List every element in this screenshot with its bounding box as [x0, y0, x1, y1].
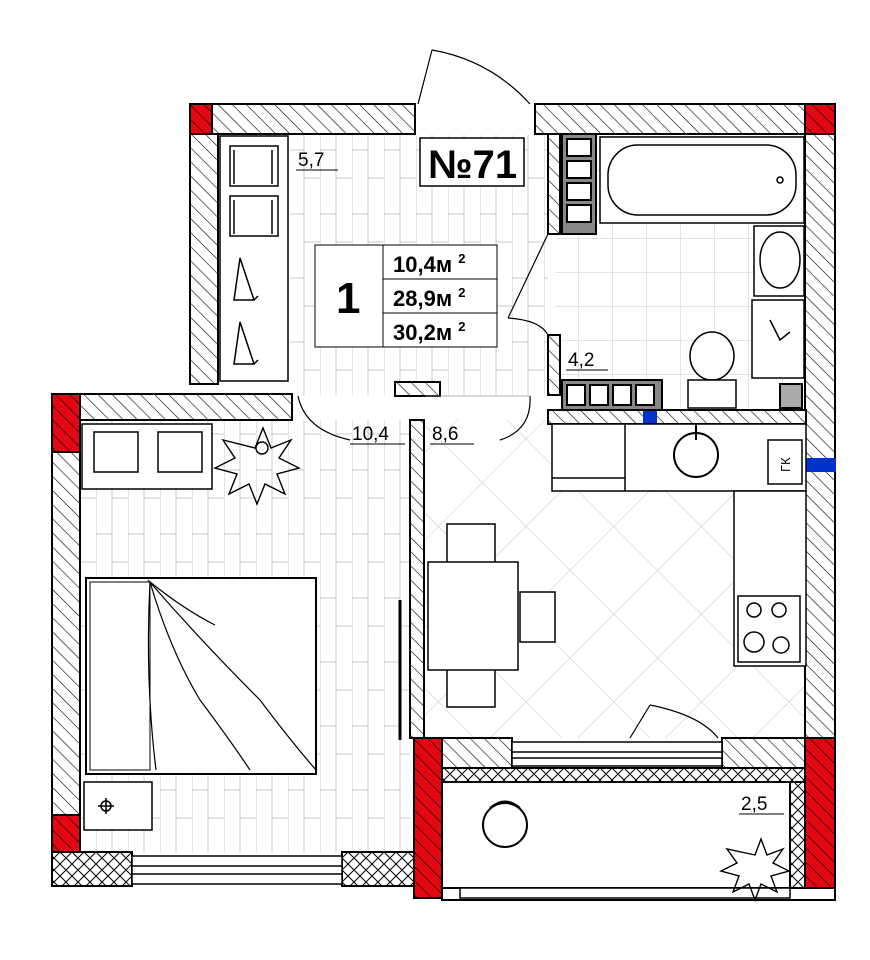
- balcony-side: [789, 781, 806, 889]
- bearing-wall-balcony-right: [804, 737, 836, 889]
- total-area: 30,2м: [393, 320, 452, 345]
- armchair-icon: [81, 423, 213, 490]
- apartment-number-box: [419, 137, 525, 187]
- living-area-sup: 2: [458, 251, 465, 266]
- nightstand-icon: [83, 781, 153, 831]
- door-swing-icon: [629, 704, 719, 739]
- kitchen-area-label: 8,6: [432, 424, 458, 445]
- wall-bedroom-kitchen: [409, 419, 425, 739]
- living-area: 10,4м: [393, 252, 452, 277]
- washing-machine-icon: [751, 299, 805, 379]
- bearing-wall-balcony-left: [413, 737, 443, 899]
- riser-3: [806, 458, 836, 472]
- door-swing-icon: [297, 395, 351, 441]
- windows: [131, 741, 791, 899]
- wall-kitchen-balcony-left: [441, 737, 513, 769]
- bearing-wall-left-top: [51, 393, 81, 453]
- shelf-grid: [561, 133, 597, 235]
- chair-icon: [446, 666, 496, 708]
- wall-hall-bedroom: [51, 393, 293, 421]
- total-area-sup: 2: [458, 319, 465, 334]
- wardrobe-icon: [219, 135, 289, 382]
- walls: [51, 103, 836, 901]
- rooms-count: 1: [336, 274, 360, 323]
- window-balcony: [459, 887, 791, 899]
- wall-bathroom-left: [547, 133, 561, 235]
- doors: [297, 49, 719, 740]
- balcony-chair-icon: [482, 800, 528, 848]
- balcony-parapet-top: [441, 767, 806, 783]
- plant-icon: [719, 837, 791, 902]
- apartment-number: №71: [428, 143, 517, 187]
- wall-top-right: [534, 103, 836, 135]
- washbasin-icon: [753, 225, 805, 297]
- door-swing-icon: [417, 49, 531, 105]
- balcony-area-label: 2,5: [741, 794, 767, 815]
- apartment-info: №71 1 10,4м 2 28,9м 2 30,2м 2: [314, 137, 525, 348]
- svg-text:10,4м 2: 10,4м 2: [393, 251, 465, 277]
- hanger-icon: [233, 257, 259, 365]
- room-areas: 5,7 4,2 10,4 8,6 2,5 ГК: [296, 150, 793, 815]
- wall-right: [804, 133, 836, 740]
- bathtub-icon: [599, 136, 805, 224]
- svg-text:28,9м 2: 28,9м 2: [393, 285, 465, 311]
- cooktop-icon: [737, 595, 801, 663]
- door-swing-icon: [507, 233, 549, 336]
- hanger-icon: [229, 145, 279, 237]
- wall-kitchen-balcony-right: [721, 737, 806, 769]
- wall-bottom-left: [51, 851, 133, 887]
- wall-top-left: [189, 103, 416, 135]
- chair-icon: [446, 523, 496, 565]
- window-kitchen: [511, 741, 723, 767]
- dining-table-icon: [427, 523, 556, 708]
- bed-icon: [85, 577, 317, 775]
- wall-hall-left: [189, 133, 219, 385]
- bath-shelves: [561, 379, 803, 411]
- toilet-icon: [687, 331, 737, 409]
- door-swing-icon: [425, 395, 531, 441]
- gk-label: ГК: [778, 457, 793, 472]
- wall-left: [51, 393, 81, 887]
- bearing-wall-top-left: [189, 103, 213, 135]
- total-living-area: 28,9м: [393, 286, 452, 311]
- kitchen-counter: [551, 423, 807, 667]
- plant-icon: [213, 426, 301, 506]
- total-living-area-sup: 2: [458, 285, 465, 300]
- window-bedroom: [131, 855, 343, 885]
- kitchen-sink-icon: [673, 424, 719, 478]
- wall-bathroom-left-low: [547, 334, 561, 396]
- bathroom-area-label: 4,2: [568, 350, 594, 371]
- area-table: [314, 244, 498, 348]
- svg-text:30,2м 2: 30,2м 2: [393, 319, 465, 345]
- chair-icon: [519, 591, 556, 643]
- bearing-wall-top-right: [804, 103, 836, 135]
- bedroom-area-label: 10,4: [352, 424, 389, 445]
- wall-bathroom-bottom: [547, 409, 807, 425]
- wall-bottom-mid: [341, 851, 415, 887]
- wall-hall-kitchen: [394, 381, 441, 397]
- hall-area-label: 5,7: [298, 150, 324, 171]
